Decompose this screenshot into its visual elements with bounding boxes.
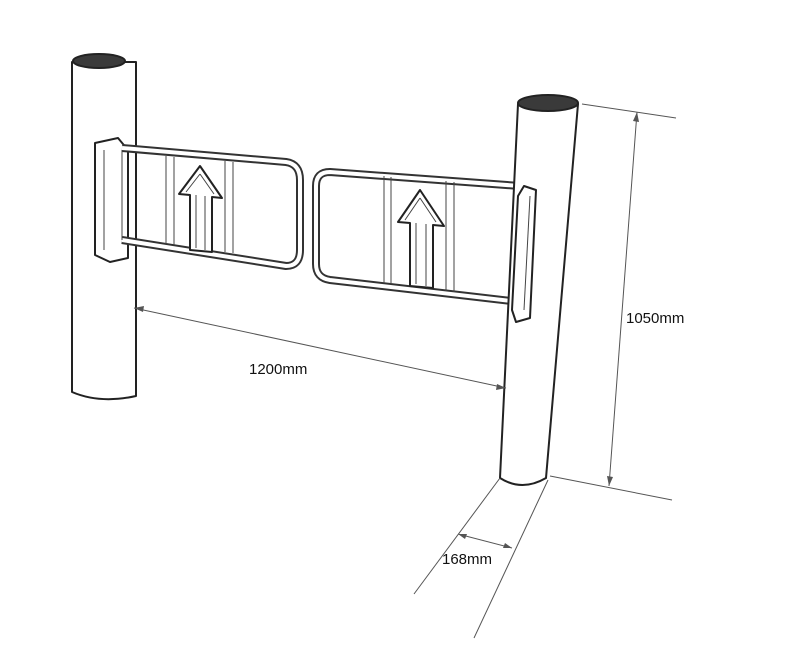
left-gate (121, 144, 304, 270)
arrow-up-icon (178, 165, 223, 253)
height-dimension (549, 103, 677, 501)
arrow-up-icon (397, 189, 445, 289)
right-post (499, 94, 579, 486)
right-gate (312, 168, 521, 306)
height-label: 1050mm (626, 310, 684, 327)
width-dimension (133, 306, 507, 390)
depth-dimension (413, 477, 549, 639)
width-label: 1200mm (249, 361, 307, 378)
left-post (71, 53, 137, 401)
depth-label: 168mm (442, 551, 492, 568)
